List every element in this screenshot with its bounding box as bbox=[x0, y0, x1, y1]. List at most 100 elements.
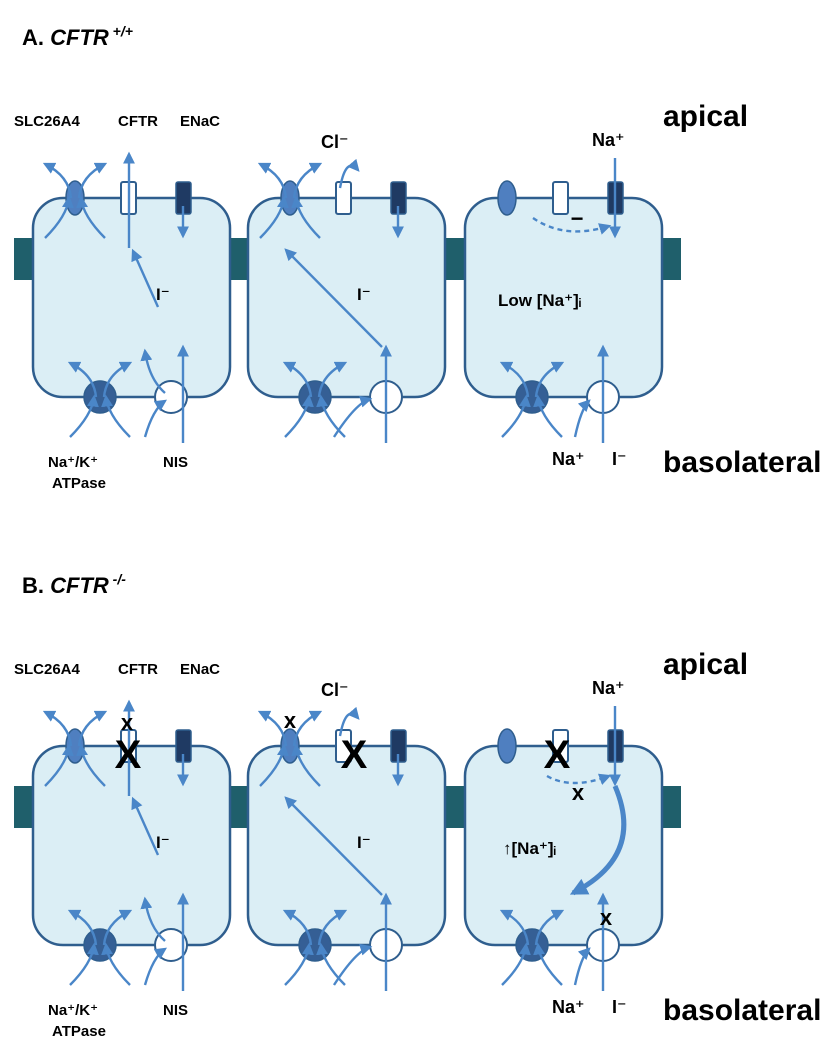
inhibition-blocked-mark: x bbox=[572, 780, 585, 805]
pump-exchange-arrows bbox=[67, 909, 133, 986]
antiporter-arrow bbox=[77, 162, 108, 199]
genotype-superscript: -/- bbox=[109, 571, 126, 587]
nis-label: NIS bbox=[163, 454, 188, 471]
antiporter-arrow bbox=[42, 162, 73, 199]
nis-sodium-arrow bbox=[332, 395, 373, 438]
nis-sodium-inward-arrow bbox=[140, 348, 166, 394]
pump-exchange-arrows bbox=[282, 909, 348, 986]
slc26a4-exchange-arrows bbox=[42, 162, 108, 239]
antiporter-arrow bbox=[284, 394, 314, 438]
sodium-accumulation-arrow bbox=[569, 785, 627, 896]
tight-junction bbox=[661, 238, 681, 280]
inhibition-sign: − bbox=[571, 206, 584, 231]
nis-sodium-arrow bbox=[573, 399, 591, 438]
pump-label-line2: ATPase bbox=[52, 475, 106, 492]
slc26a4-label: SLC26A4 bbox=[14, 113, 81, 130]
enac-label: ENaC bbox=[180, 661, 220, 678]
na-k-atpase-pump bbox=[83, 380, 117, 414]
nis-sodium-inward-arrow bbox=[140, 896, 166, 942]
pump-exchange-arrows bbox=[499, 909, 565, 986]
slc26a4-transporter bbox=[497, 180, 517, 216]
cftr-channel bbox=[335, 729, 352, 763]
slc26a4-label: SLC26A4 bbox=[14, 661, 81, 678]
epithelial-cell-1 bbox=[31, 196, 232, 399]
nis-sodium-arrow bbox=[332, 943, 373, 986]
antiporter-arrow bbox=[44, 195, 74, 239]
antiporter-arrow bbox=[291, 195, 321, 239]
panel-title: A. CFTR +/+ bbox=[22, 23, 133, 50]
chloride-curved-arrow bbox=[338, 158, 360, 189]
antiporter-arrow bbox=[534, 909, 565, 946]
antiporter-arrow bbox=[499, 361, 530, 398]
chloride-label: Cl⁻ bbox=[321, 680, 349, 700]
tight-junction bbox=[229, 238, 249, 280]
antiporter-arrow bbox=[76, 195, 106, 239]
pump-label: Na⁺/K⁺ bbox=[48, 454, 98, 471]
enac-label: ENaC bbox=[180, 113, 220, 130]
genotype-superscript: +/+ bbox=[109, 23, 133, 39]
panel-label: A. bbox=[22, 25, 50, 50]
cftr-label: CFTR bbox=[118, 113, 158, 130]
antiporter-arrow bbox=[257, 710, 288, 747]
na-k-atpase-pump bbox=[298, 380, 332, 414]
antiporter-arrow bbox=[316, 942, 346, 986]
tight-junction bbox=[14, 238, 34, 280]
gene-name: CFTR bbox=[50, 25, 109, 50]
slc26a4-transporter bbox=[497, 728, 517, 764]
antiporter-arrow bbox=[77, 710, 108, 747]
antiporter-arrow bbox=[69, 394, 99, 438]
slc26a4-blocked-mark: x bbox=[284, 708, 297, 733]
antiporter-arrow bbox=[67, 909, 98, 946]
gene-name: CFTR bbox=[50, 573, 109, 598]
intracellular-iodide-arrow bbox=[284, 248, 383, 348]
iodide-basolateral-label: I⁻ bbox=[612, 449, 627, 469]
antiporter-arrow bbox=[44, 743, 74, 787]
apical-label: apical bbox=[663, 648, 748, 681]
antiporter-arrow bbox=[501, 394, 531, 438]
tight-junction bbox=[229, 786, 249, 828]
antiporter-arrow bbox=[101, 942, 131, 986]
antiporter-arrow bbox=[533, 394, 563, 438]
antiporter-arrow bbox=[292, 162, 323, 199]
antiporter-arrow bbox=[533, 942, 563, 986]
tight-junction bbox=[445, 238, 465, 280]
intracellular-iodide-arrow bbox=[284, 796, 383, 896]
iodide-efflux-blocked-mark: x bbox=[121, 710, 134, 735]
antiporter-arrow bbox=[282, 909, 313, 946]
tight-junction bbox=[14, 786, 34, 828]
antiporter-arrow bbox=[259, 195, 289, 239]
nis-sodium-arrow bbox=[573, 947, 591, 986]
pump-label: Na⁺/K⁺ bbox=[48, 1002, 98, 1019]
antiporter-arrow bbox=[259, 743, 289, 787]
tight-junction bbox=[445, 786, 465, 828]
chloride-curved-arrow bbox=[338, 706, 360, 737]
cftr-label: CFTR bbox=[118, 661, 158, 678]
antiporter-arrow bbox=[291, 743, 321, 787]
na-k-atpase-pump bbox=[298, 928, 332, 962]
basolateral-label: basolateral bbox=[663, 446, 821, 479]
cftr-channel bbox=[552, 181, 569, 215]
slc26a4-exchange-arrows bbox=[42, 710, 108, 787]
antiporter-arrow bbox=[257, 162, 288, 199]
sodium-basolateral-label: Na⁺ bbox=[552, 997, 585, 1017]
nis-label: NIS bbox=[163, 1002, 188, 1019]
antiporter-arrow bbox=[102, 909, 133, 946]
nis-sodium-arrow bbox=[143, 399, 167, 438]
slc26a4-exchange-arrows bbox=[257, 162, 323, 239]
pump-exchange-arrows bbox=[282, 361, 348, 438]
panel-title: B. CFTR -/- bbox=[22, 571, 126, 598]
iodide-basolateral-label: I⁻ bbox=[612, 997, 627, 1017]
pump-exchange-arrows bbox=[499, 361, 565, 438]
cftr-channel bbox=[335, 181, 352, 215]
sodium-apical-label: Na⁺ bbox=[592, 678, 625, 698]
pump-exchange-arrows bbox=[67, 361, 133, 438]
antiporter-arrow bbox=[317, 361, 348, 398]
antiporter-arrow bbox=[284, 942, 314, 986]
antiporter-arrow bbox=[317, 909, 348, 946]
antiporter-arrow bbox=[42, 710, 73, 747]
nis-sodium-arrow bbox=[143, 947, 167, 986]
